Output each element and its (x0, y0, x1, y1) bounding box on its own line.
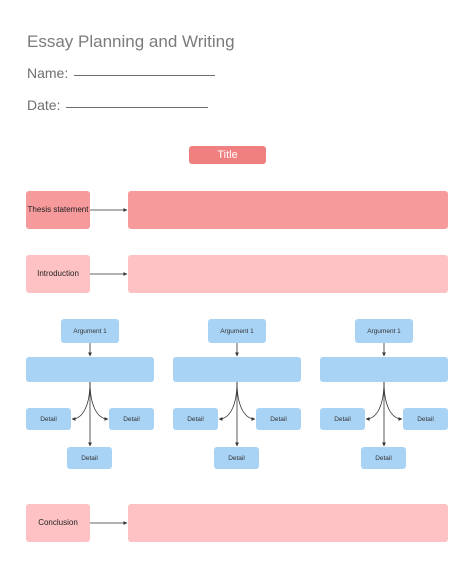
title-box[interactable]: Title (189, 146, 266, 164)
conclusion-label-box: Conclusion (26, 504, 90, 542)
argument-3-content-box[interactable] (320, 357, 448, 382)
argument-2-detail-right-arrow (236, 381, 256, 421)
argument-2-detail-right[interactable]: Detail (256, 408, 301, 430)
date-label: Date: (27, 97, 61, 113)
argument-1-box[interactable]: Argument 1 (61, 319, 119, 343)
argument-1-content-box[interactable] (26, 357, 154, 382)
thesis-label-box: Thesis statement (26, 191, 90, 229)
argument-3-detail-bottom[interactable]: Detail (361, 447, 406, 469)
argument-1-detail-left-arrow (71, 381, 91, 421)
argument-2-detail-left-arrow (218, 381, 238, 421)
argument-2-detail-bottom[interactable]: Detail (214, 447, 259, 469)
date-field[interactable] (66, 107, 208, 108)
introduction-label-box: Introduction (26, 255, 90, 293)
argument-3-detail-right-arrow (383, 381, 403, 421)
argument-2-box[interactable]: Argument 1 (208, 319, 266, 343)
argument-3-detail-left[interactable]: Detail (320, 408, 365, 430)
argument-1-detail-left[interactable]: Detail (26, 408, 71, 430)
conclusion-input-box[interactable] (128, 504, 448, 542)
name-label: Name: (27, 65, 69, 81)
argument-3-detail-right[interactable]: Detail (403, 408, 448, 430)
argument-2-detail-left[interactable]: Detail (173, 408, 218, 430)
argument-1-detail-right[interactable]: Detail (109, 408, 154, 430)
thesis-input-box[interactable] (128, 191, 448, 229)
page-title: Essay Planning and Writing (27, 32, 235, 51)
argument-1-detail-right-arrow (89, 381, 109, 421)
introduction-input-box[interactable] (128, 255, 448, 293)
argument-2-content-box[interactable] (173, 357, 301, 382)
argument-3-box[interactable]: Argument 1 (355, 319, 413, 343)
name-field[interactable] (74, 75, 215, 76)
argument-3-detail-left-arrow (365, 381, 385, 421)
argument-1-detail-bottom[interactable]: Detail (67, 447, 112, 469)
